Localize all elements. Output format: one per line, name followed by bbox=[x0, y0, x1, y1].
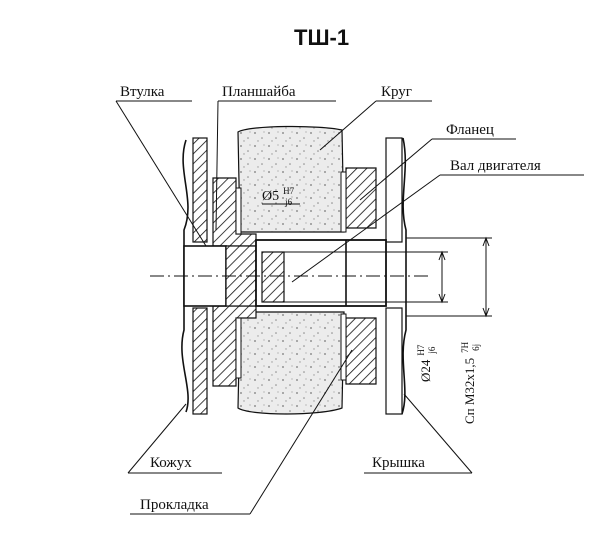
dim-arrow-thread bbox=[482, 236, 490, 318]
leader-gasket bbox=[249, 349, 353, 515]
label-wheel: Круг bbox=[381, 84, 412, 100]
gasket-lower bbox=[235, 317, 242, 379]
wheel-upper bbox=[237, 125, 345, 233]
gasket-upper bbox=[235, 187, 242, 235]
svg-text:Ø24 H7 j6: Ø24 H7 j6 bbox=[413, 342, 437, 382]
label-bushing: Втулка bbox=[120, 84, 165, 100]
leader-wheel bbox=[319, 100, 377, 151]
flange-upper bbox=[345, 167, 377, 229]
wheel-lower bbox=[237, 311, 345, 415]
dim-d1-text: Ø5 H7 j6 bbox=[262, 183, 297, 207]
leader-cover bbox=[403, 393, 473, 474]
casing-wall-left-lower bbox=[192, 307, 208, 415]
svg-text:Сп М32х1,5 7H 6j: Сп М32х1,5 7H 6j bbox=[457, 339, 481, 424]
drawing-title: ТШ-1 bbox=[294, 25, 349, 50]
label-gasket: Прокладка bbox=[140, 497, 209, 513]
leader-flange bbox=[359, 138, 433, 201]
dim-d2-text: Ø24 H7 j6 bbox=[413, 342, 437, 382]
gasket-flange-upper bbox=[340, 171, 347, 233]
shaft-thread-left bbox=[261, 251, 285, 303]
leader-casing bbox=[127, 403, 187, 474]
label-motor-shaft: Вал двигателя bbox=[450, 158, 541, 174]
casing-outline-right bbox=[401, 137, 407, 415]
dim-arrow-d2 bbox=[438, 250, 446, 304]
gasket-flange-lower bbox=[340, 313, 347, 381]
casing-wall-right-upper bbox=[385, 137, 403, 243]
casing-wall-left-upper bbox=[192, 137, 208, 243]
leader-motor-shaft bbox=[291, 174, 441, 283]
label-faceplate: Планшайба bbox=[222, 84, 296, 100]
flange-lower bbox=[345, 317, 377, 385]
casing-wall-right-lower bbox=[385, 307, 403, 415]
label-flange: Фланец bbox=[446, 122, 494, 138]
leader-faceplate bbox=[215, 100, 219, 231]
leader-bushing bbox=[115, 100, 207, 247]
label-casing: Кожух bbox=[150, 455, 192, 471]
dim-thread-text: Сп М32х1,5 7H 6j bbox=[457, 339, 481, 424]
label-cover: Крышка bbox=[372, 455, 425, 471]
